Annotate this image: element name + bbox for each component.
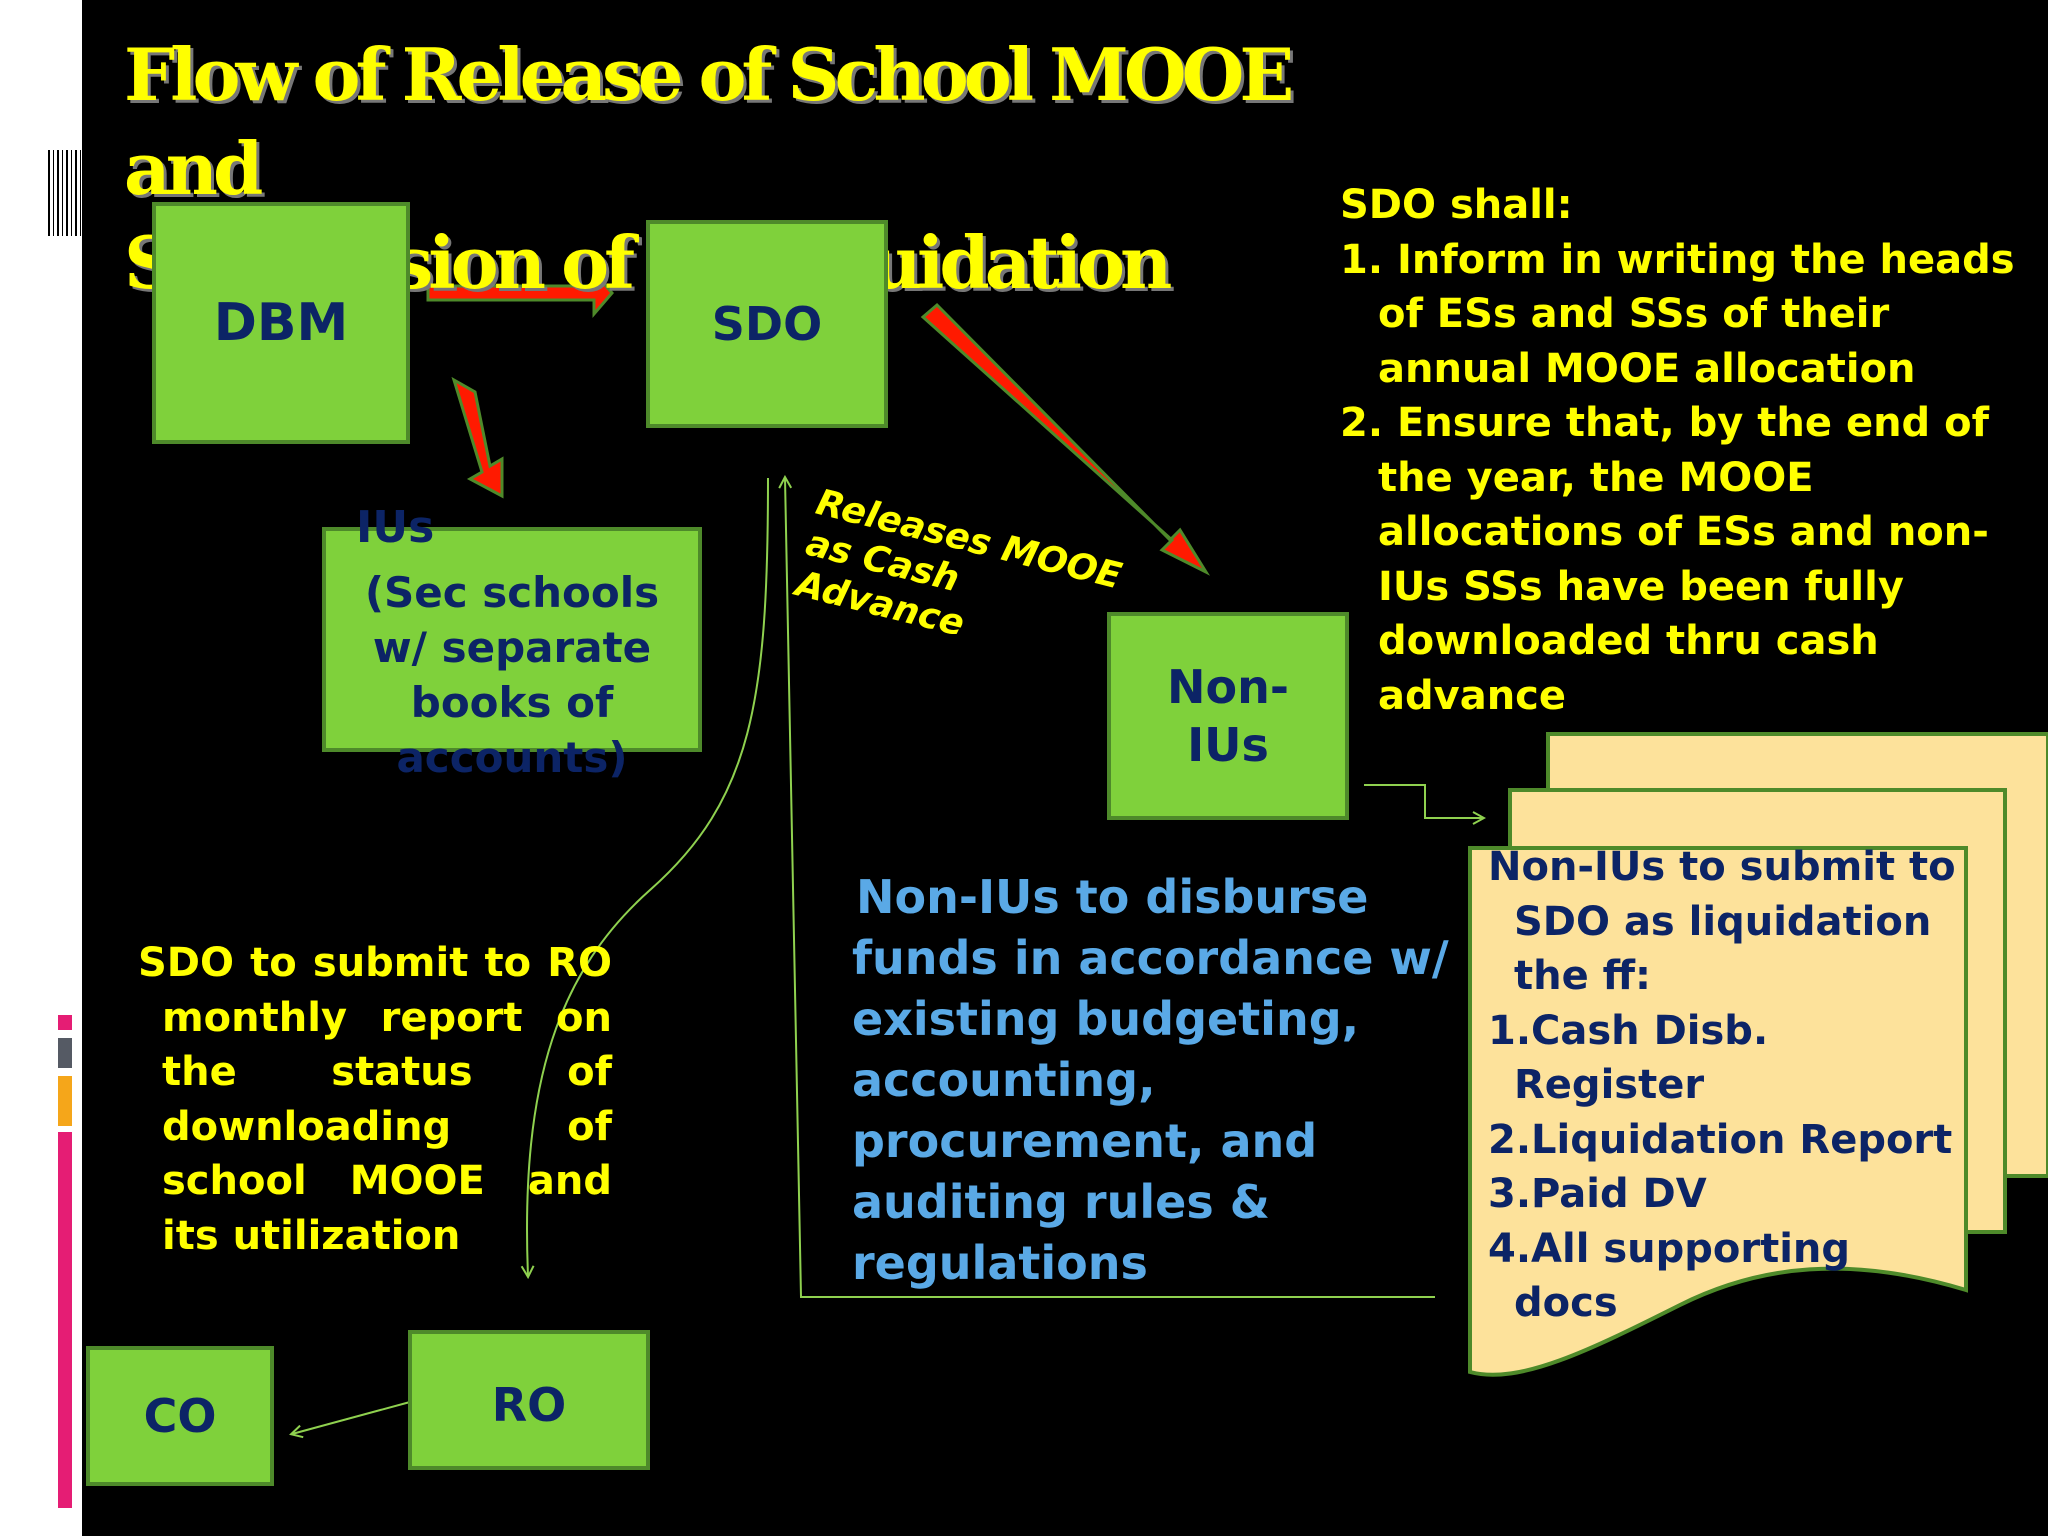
- connector-liquidation-to-sdo: [785, 478, 1435, 1298]
- arrow-dbm-to-sdo: [426, 267, 614, 319]
- connector-non-ius-to-document: [1364, 784, 1483, 818]
- box-co-label: CO: [143, 1389, 217, 1443]
- liquidation-item-2: 2.Liquidation Report: [1488, 1116, 1953, 1163]
- title-line-1: Flow of Release of School MOOE and: [124, 32, 1294, 211]
- box-sdo: SDO: [646, 220, 888, 428]
- box-non-ius-line2: IUs: [1187, 718, 1269, 772]
- connector-sdo-to-ro-curve: [527, 477, 769, 1276]
- sdo-shall-panel: SDO shall: 1. Inform in writing the head…: [1340, 178, 2030, 723]
- box-dbm: DBM: [152, 202, 410, 444]
- liquidation-item-3: 3.Paid DV: [1488, 1171, 1707, 1217]
- box-ius: [322, 527, 702, 752]
- arrow-dbm-to-ius: [451, 376, 504, 499]
- deco-bar-orange: [58, 1076, 72, 1126]
- box-ro-label: RO: [491, 1378, 567, 1432]
- non-ius-disburse-note: Non-IUs to disburse funds in accordance …: [852, 870, 1449, 1290]
- document-icon: [1468, 732, 2048, 1377]
- deco-bar-gray: [58, 1038, 72, 1068]
- sdo-shall-item-2: 2. Ensure that, by the end of the year, …: [1340, 400, 1989, 719]
- deco-bar-magenta: [58, 1132, 72, 1508]
- box-ro: RO: [408, 1330, 650, 1470]
- box-dbm-label: DBM: [213, 293, 349, 353]
- box-ius-title: IUs: [356, 502, 435, 553]
- sdo-shall-item-1: 1. Inform in writing the heads of ESs an…: [1340, 236, 2015, 392]
- deco-bar-magenta-top: [58, 1015, 72, 1030]
- connector-ro-to-co: [292, 1401, 411, 1434]
- sdo-shall-heading: SDO shall:: [1340, 182, 1573, 228]
- box-non-ius: Non- IUs: [1107, 612, 1349, 820]
- box-ius-detail: (Sec schools w/ separate books of accoun…: [364, 568, 660, 782]
- box-non-ius-line1: Non-: [1167, 660, 1289, 714]
- barcode-decoration: [48, 150, 82, 236]
- box-co: CO: [86, 1346, 274, 1486]
- box-sdo-label: SDO: [711, 297, 823, 351]
- arrow-sdo-to-non-ius: [920, 302, 1211, 576]
- sdo-report-note: SDO to submit to RO monthly report on th…: [138, 940, 612, 1259]
- left-decorative-strip: [0, 0, 82, 1536]
- liquidation-item-1: 1.Cash Disb. Register: [1488, 1007, 1769, 1109]
- liquidation-heading: Non-IUs to submit to SDO as liquidation …: [1488, 844, 1956, 999]
- liquidation-doc-text: Non-IUs to submit to SDO as liquidation …: [1488, 840, 1958, 1331]
- liquidation-item-4: 4.All supporting docs: [1488, 1225, 1851, 1327]
